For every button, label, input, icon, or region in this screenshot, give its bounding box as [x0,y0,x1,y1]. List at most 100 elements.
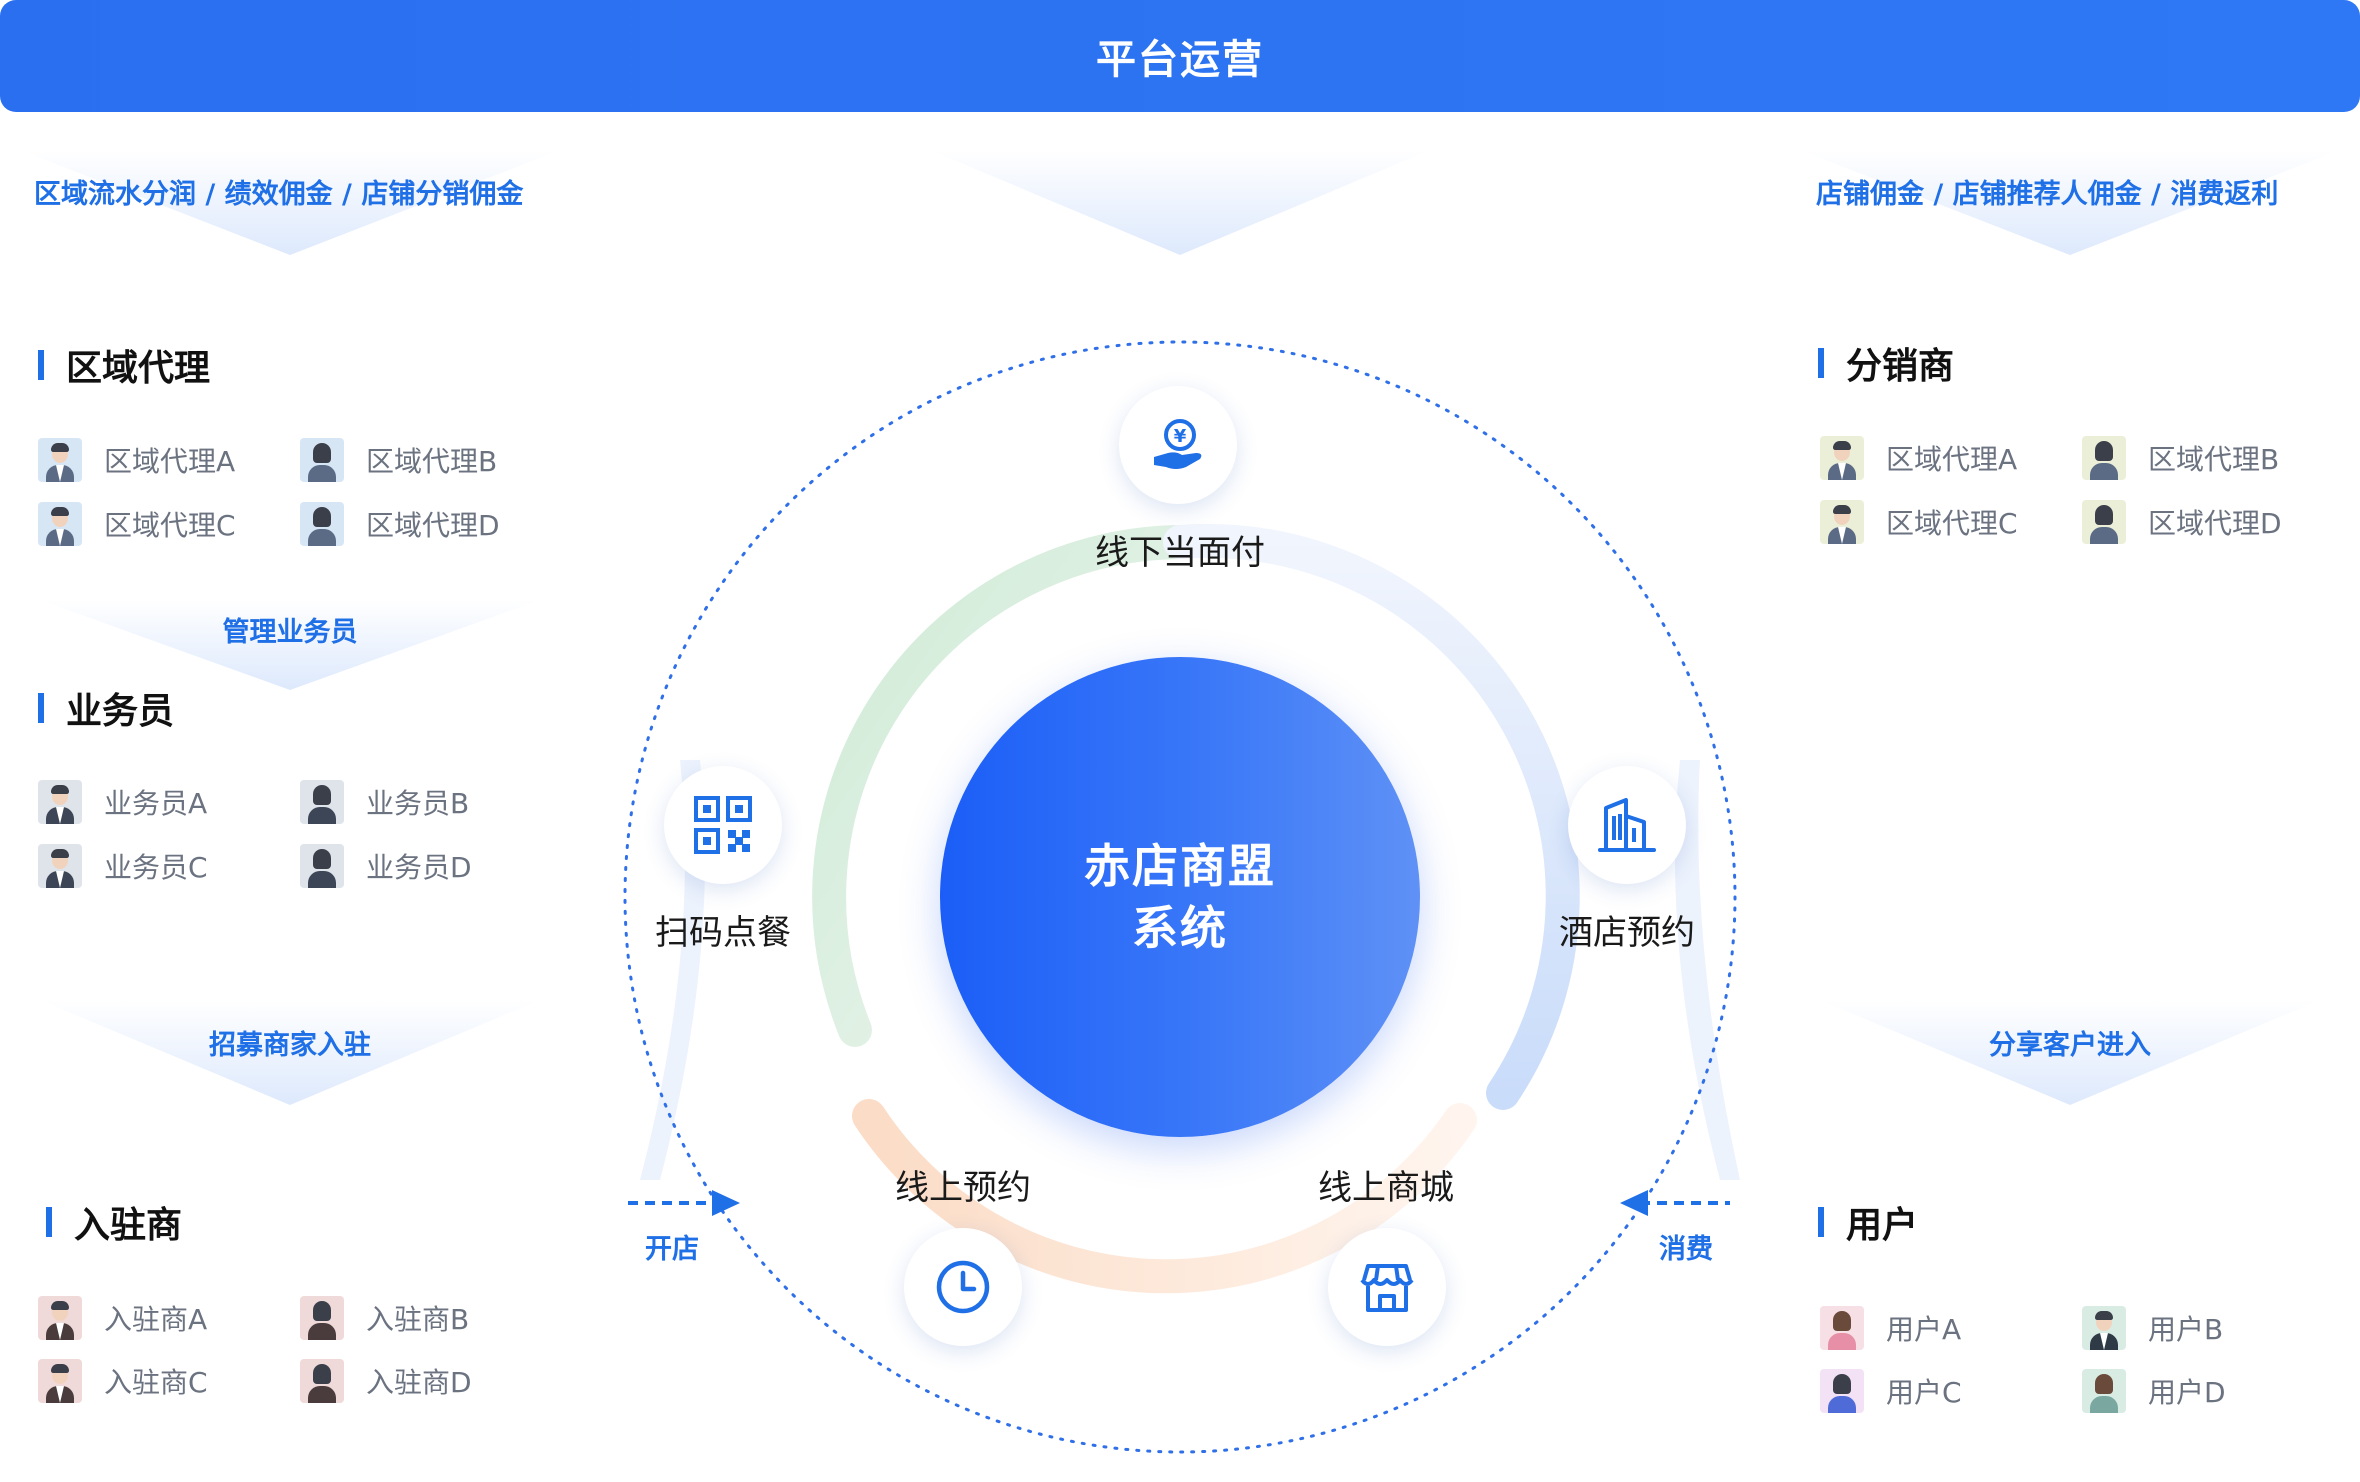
person-name: 入驻商C [104,1366,208,1399]
regional-agent-item: 区域代理A [38,436,235,484]
recruit-merchants-flow-label: 招募商家入驻 [209,1030,371,1061]
online-mall-module [1328,1228,1446,1346]
avatar-female-icon [1820,1369,1864,1413]
avatar-female-icon [2082,436,2126,480]
user-item: 用户C [1820,1367,1962,1415]
avatar-male-icon [38,438,82,482]
person-name: 区域代理B [366,445,498,478]
online-booking-module [904,1228,1022,1346]
section-marker [38,350,44,380]
person-name: 区域代理D [366,509,500,542]
avatar-female-icon [300,1296,344,1340]
avatar-male-icon [38,1359,82,1403]
distributor-item: 区域代理A [1820,434,2017,482]
offline-pay-label: 线下当面付 [1095,533,1265,573]
person-name: 用户A [1886,1313,1962,1346]
online-mall-label: 线上商城 [1318,1168,1454,1208]
regional-agents-heading: 区域代理 [38,343,210,389]
center-title-line2: 系统 [1132,901,1228,955]
store-icon [1360,1264,1414,1312]
top-right-flow-label: 店铺佣金 / 店铺推荐人佣金 / 消费返利 [1816,179,2279,210]
person-name: 业务员D [366,851,472,884]
person-name: 入驻商D [366,1366,472,1399]
user-item: 用户A [1820,1304,1961,1352]
section-title: 区域代理 [66,348,211,389]
person-name: 区域代理C [104,509,236,542]
person-name: 业务员C [104,851,208,884]
platform-operation-banner: 平台运营 [0,0,2360,112]
person-name: 区域代理A [1886,443,2018,476]
regional-agent-item: 区域代理C [38,500,236,548]
distributor-item: 区域代理D [2082,498,2282,546]
avatar-male-icon [1820,436,1864,480]
avatar-male-icon [38,844,82,888]
avatar-female-icon [2082,1369,2126,1413]
avatar-female-icon [1820,1306,1864,1350]
salesperson-item: 业务员A [38,778,207,826]
open-store-arrowhead [712,1190,740,1216]
top-center-flow-arrow [930,150,1430,255]
scan-order-label: 扫码点餐 [655,913,791,953]
users-heading: 用户 [1818,1200,1918,1246]
salesperson-item: 业务员B [300,778,469,826]
section-title: 分销商 [1846,346,1955,387]
regional-agent-item: 区域代理B [300,436,497,484]
section-marker [38,693,44,723]
section-title: 业务员 [66,691,175,732]
avatar-male-icon [38,780,82,824]
top-left-flow-label: 区域流水分润 / 绩效佣金 / 店铺分销佣金 [34,179,524,210]
avatar-male-icon [1820,500,1864,544]
hotel-booking-label: 酒店预约 [1559,913,1695,953]
merchant-item: 入驻商D [300,1357,472,1405]
avatar-female-icon [300,438,344,482]
avatar-male-icon [2082,1306,2126,1350]
section-title: 用户 [1846,1205,1919,1246]
center-system-disc: 赤店商盟 系统 [940,657,1420,1137]
user-item: 用户D [2082,1367,2226,1415]
avatar-female-icon [300,1359,344,1403]
person-name: 业务员A [104,787,208,820]
building-icon [1598,798,1656,852]
regional-agent-item: 区域代理D [300,500,500,548]
salespersons-heading: 业务员 [38,686,174,732]
salesperson-item: 业务员C [38,842,208,890]
salesperson-item: 业务员D [300,842,472,890]
offline-pay-module: ¥ [1119,386,1237,504]
share-customers-flow-label: 分享客户进入 [1989,1030,2151,1061]
avatar-female-icon [2082,500,2126,544]
svg-text:¥: ¥ [1174,426,1187,447]
distributor-item: 区域代理B [2082,434,2279,482]
user-item: 用户B [2082,1304,2223,1352]
distributor-item: 区域代理C [1820,498,2018,546]
person-name: 用户C [1886,1376,1962,1409]
online-booking-label: 线上预约 [895,1168,1031,1208]
qr-code-icon [694,796,752,854]
manage-sales-flow-label: 管理业务员 [222,617,358,648]
open-store-label: 开店 [645,1234,699,1265]
merchants-heading: 入驻商 [46,1200,182,1246]
person-name: 业务员B [366,787,470,820]
avatar-female-icon [300,844,344,888]
person-name: 用户D [2148,1376,2226,1409]
avatar-male-icon [38,1296,82,1340]
center-title-line1: 赤店商盟 [1084,839,1276,893]
merchant-item: 入驻商A [38,1294,207,1342]
person-name: 入驻商A [104,1303,208,1336]
avatar-female-icon [300,502,344,546]
person-name: 区域代理A [104,445,236,478]
distributors-heading: 分销商 [1818,341,1954,387]
section-title: 入驻商 [74,1205,183,1246]
person-name: 区域代理D [2148,507,2282,540]
consume-arrowhead [1620,1190,1648,1216]
hotel-booking-module [1568,766,1686,884]
yuan-hand-icon: ¥ [1154,419,1202,469]
section-marker [46,1207,52,1237]
merchant-item: 入驻商B [300,1294,469,1342]
section-marker [1818,1207,1824,1237]
banner-title: 平台运营 [1096,37,1264,83]
person-name: 用户B [2148,1313,2224,1346]
section-marker [1818,348,1824,378]
merchant-item: 入驻商C [38,1357,208,1405]
avatar-male-icon [38,502,82,546]
clock-icon [936,1260,990,1314]
